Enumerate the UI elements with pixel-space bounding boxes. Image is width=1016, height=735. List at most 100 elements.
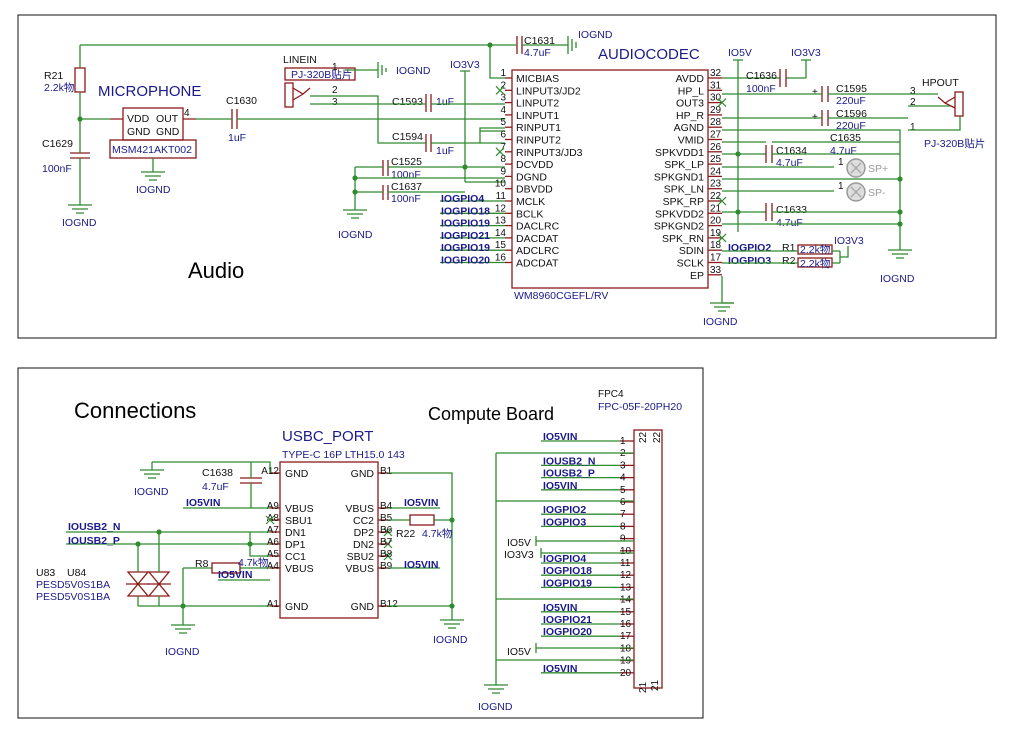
mic-pin-out: OUT bbox=[156, 113, 179, 125]
mic-pin-gnd-a: GND bbox=[127, 126, 151, 138]
usbc-pin-name: CC1 bbox=[285, 551, 306, 563]
codec-pin-num: 1 bbox=[500, 68, 506, 79]
fpc-pin-num: 11 bbox=[620, 558, 631, 569]
audio-frame bbox=[17, 14, 997, 339]
codec-pin-name: SPKVDD1 bbox=[655, 147, 704, 159]
r2-value: 2.2k物 bbox=[800, 257, 830, 270]
gnd-label-mic: IOGND bbox=[136, 184, 171, 196]
codec-pin-name: EP bbox=[690, 270, 704, 282]
c1638-ref: C1638 bbox=[202, 467, 233, 479]
codec-pin-num: 15 bbox=[495, 240, 507, 251]
c1635-ref: C1635 bbox=[830, 132, 861, 144]
u84-part: PESD5V0S1BA bbox=[36, 591, 110, 603]
fpc-part: FPC-05F-20PH20 bbox=[598, 401, 682, 413]
fpc-net-label: IO5VIN bbox=[543, 602, 577, 614]
ground-icon bbox=[68, 200, 92, 214]
usbc-pin-name: DP2 bbox=[354, 527, 375, 539]
hpout-pin2: 2 bbox=[910, 97, 916, 108]
c1636-value: 100nF bbox=[746, 83, 776, 95]
codec-pin-name: SPK_LN bbox=[664, 184, 704, 196]
linein-title: LINEIN bbox=[283, 54, 317, 66]
fpc-net-label: IO5VIN bbox=[543, 663, 577, 675]
codec-pin-name: LINPUT3/JD2 bbox=[516, 85, 581, 97]
tvs-diode-icon bbox=[147, 571, 171, 597]
mic-pin-vdd: VDD bbox=[127, 113, 150, 125]
audio-section-title: Audio bbox=[188, 258, 244, 283]
usbc-pin-num: A1 bbox=[267, 599, 280, 610]
usbc-pin-num: A5 bbox=[267, 549, 280, 560]
compute-board-title: Compute Board bbox=[428, 404, 554, 424]
gnd-label-linein: IOGND bbox=[396, 65, 431, 77]
usbc-pin-num: A4 bbox=[267, 561, 280, 572]
r1-ref: R1 bbox=[782, 242, 796, 254]
codec-pin-name: LINPUT2 bbox=[516, 98, 559, 110]
u84-ref: U84 bbox=[67, 567, 86, 579]
usbc-pin-name: CC2 bbox=[353, 515, 374, 527]
codec-pin-num: 8 bbox=[500, 154, 506, 165]
usbc-title: USBC_PORT bbox=[282, 428, 373, 445]
gnd-label-usb3: IOGND bbox=[433, 634, 468, 646]
usbc-pin-name: SBU2 bbox=[347, 551, 375, 563]
hpout-pin1: 1 bbox=[910, 122, 916, 133]
linein-pin3: 3 bbox=[332, 97, 338, 108]
gnd-label-c1629: IOGND bbox=[62, 217, 97, 229]
usbc-pin-name: DP1 bbox=[285, 539, 306, 551]
u83-ref: U83 bbox=[36, 567, 55, 579]
codec-gpio-net: IOGPIO4 bbox=[441, 193, 484, 205]
c1633-ref: C1633 bbox=[776, 204, 807, 216]
codec-gpio-net: IOGPIO19 bbox=[441, 242, 490, 254]
speaker-plus-icon bbox=[846, 158, 866, 178]
fpc-net-label: IOGPIO20 bbox=[543, 626, 592, 638]
usbc-pin-num: A7 bbox=[267, 525, 280, 536]
fpc-net-label: IOGPIO21 bbox=[543, 614, 592, 626]
c1525-value: 100nF bbox=[391, 169, 421, 181]
codec-pin-name: MCLK bbox=[516, 196, 545, 208]
fpc-io5v-a: IO5V bbox=[507, 537, 531, 549]
fpc-pin-num: 15 bbox=[620, 607, 632, 618]
r21-value: 2.2k物 bbox=[44, 81, 74, 94]
codec-pin-num: 22 bbox=[710, 191, 722, 202]
codec-pin-name: SPK_LP bbox=[664, 159, 704, 171]
codec-pin-name: DACLRC bbox=[516, 221, 560, 233]
ground-icon bbox=[440, 619, 464, 629]
fpc-pins: 1IO5VIN23IOUSB2_N4IOUSB2_P5IO5VIN67IOGPI… bbox=[541, 431, 634, 679]
fpc-net-label: IOGPIO3 bbox=[543, 516, 586, 528]
gnd-label-c1525: IOGND bbox=[338, 229, 373, 241]
codec-pin-name: DCVDD bbox=[516, 159, 554, 171]
fpc-net-label: IOUSB2_N bbox=[543, 455, 596, 467]
fpc-ref: FPC4 bbox=[598, 389, 624, 400]
u83-part: PESD5V0S1BA bbox=[36, 579, 110, 591]
gnd-label-usb2: IOGND bbox=[165, 646, 200, 658]
fpc-io3v3: IO3V3 bbox=[504, 549, 534, 561]
r22-ref: R22 bbox=[396, 528, 415, 540]
codec-pin-num: 3 bbox=[500, 93, 506, 104]
hpout-title: HPOUT bbox=[922, 77, 959, 89]
codec-pin-num: 33 bbox=[710, 265, 722, 276]
io5v-label-codec: IO5V bbox=[728, 47, 752, 59]
usbc-body bbox=[279, 461, 379, 619]
linein-pin1: 1 bbox=[332, 62, 338, 73]
fpc-pin-num: 7 bbox=[620, 509, 626, 520]
fpc-net-label: IOGPIO18 bbox=[543, 565, 592, 577]
fpc-pin-num: 13 bbox=[620, 582, 632, 593]
hpout-part: PJ-320B贴片 bbox=[924, 137, 985, 150]
ground-icon bbox=[710, 302, 734, 312]
net-iousb2-n: IOUSB2_N bbox=[68, 521, 121, 533]
gnd-label-codec: IOGND bbox=[703, 316, 738, 328]
codec-body bbox=[511, 69, 709, 289]
linein-part-box bbox=[284, 67, 356, 81]
codec-gpio-net: IOGPIO21 bbox=[441, 230, 490, 242]
fpc-mount-21a: 21 bbox=[638, 681, 649, 693]
codec-pin-num: 14 bbox=[495, 228, 507, 239]
codec-pin-num: 2 bbox=[500, 80, 506, 91]
fpc-pin-num: 17 bbox=[620, 631, 632, 642]
c1525-ref: C1525 bbox=[391, 156, 422, 168]
spk-plus-pin: 1 bbox=[838, 157, 844, 168]
mic-bias-wire bbox=[79, 45, 110, 200]
gnd-label-c1631: IOGND bbox=[578, 29, 613, 41]
codec-pin-num: 27 bbox=[710, 130, 722, 141]
usbc-pin-name: VBUS bbox=[345, 503, 374, 515]
codec-pin-num: 10 bbox=[495, 179, 507, 190]
ground-icon bbox=[141, 171, 165, 181]
